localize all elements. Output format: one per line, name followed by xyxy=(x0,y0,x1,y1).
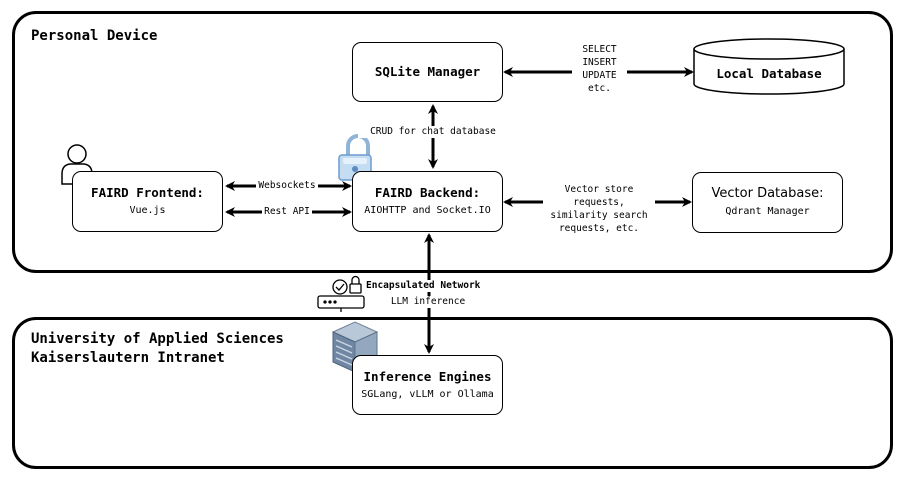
sql-op-line: SELECT xyxy=(582,44,617,55)
encapsulated-network-title: Encapsulated Network xyxy=(366,280,490,292)
websockets-label: Websockets xyxy=(256,180,318,192)
faird-frontend-title: FAIRD Frontend: xyxy=(91,185,204,200)
faird-backend-subtitle: AIOHTTP and Socket.IO xyxy=(364,205,491,216)
sql-op-line: etc. xyxy=(588,83,611,94)
inference-engines-title: Inference Engines xyxy=(363,368,492,384)
llm-inference-label: LLM inference xyxy=(388,296,468,308)
faird-frontend-subtitle: Vue.js xyxy=(129,205,166,216)
university-intranet-title: University of Applied Sciences Kaisersla… xyxy=(31,331,284,366)
personal-device-title: Personal Device xyxy=(31,28,158,44)
sqlite-manager-node: SQLite Manager xyxy=(352,42,503,102)
sql-operations-label: SELECT INSERT UPDATE etc. xyxy=(572,43,627,95)
inference-engines-node: Inference Engines SGLang, vLLM or Ollama xyxy=(352,355,503,415)
vector-database-subtitle: Qdrant Manager xyxy=(725,206,810,217)
rest-api-label: Rest API xyxy=(262,206,312,218)
inference-engines-subtitle: SGLang, vLLM or Ollama xyxy=(361,388,494,400)
sql-op-line: UPDATE xyxy=(582,70,617,81)
network-security-icon xyxy=(317,275,365,312)
vector-requests-label: Vector store requests, similarity search… xyxy=(543,183,655,235)
sqlite-manager-title: SQLite Manager xyxy=(374,64,481,79)
faird-frontend-node: FAIRD Frontend: Vue.js xyxy=(72,171,223,232)
local-database-title: Local Database xyxy=(716,66,822,81)
faird-backend-node: FAIRD Backend: AIOHTTP and Socket.IO xyxy=(352,171,503,232)
local-database-cylinder xyxy=(693,38,845,95)
sql-op-line: INSERT xyxy=(582,57,617,68)
vector-database-title: Vector Database: xyxy=(711,186,824,201)
faird-backend-title: FAIRD Backend: xyxy=(374,185,481,200)
vector-database-node: Vector Database: Qdrant Manager xyxy=(692,172,843,233)
crud-label: CRUD for chat database xyxy=(358,126,508,138)
